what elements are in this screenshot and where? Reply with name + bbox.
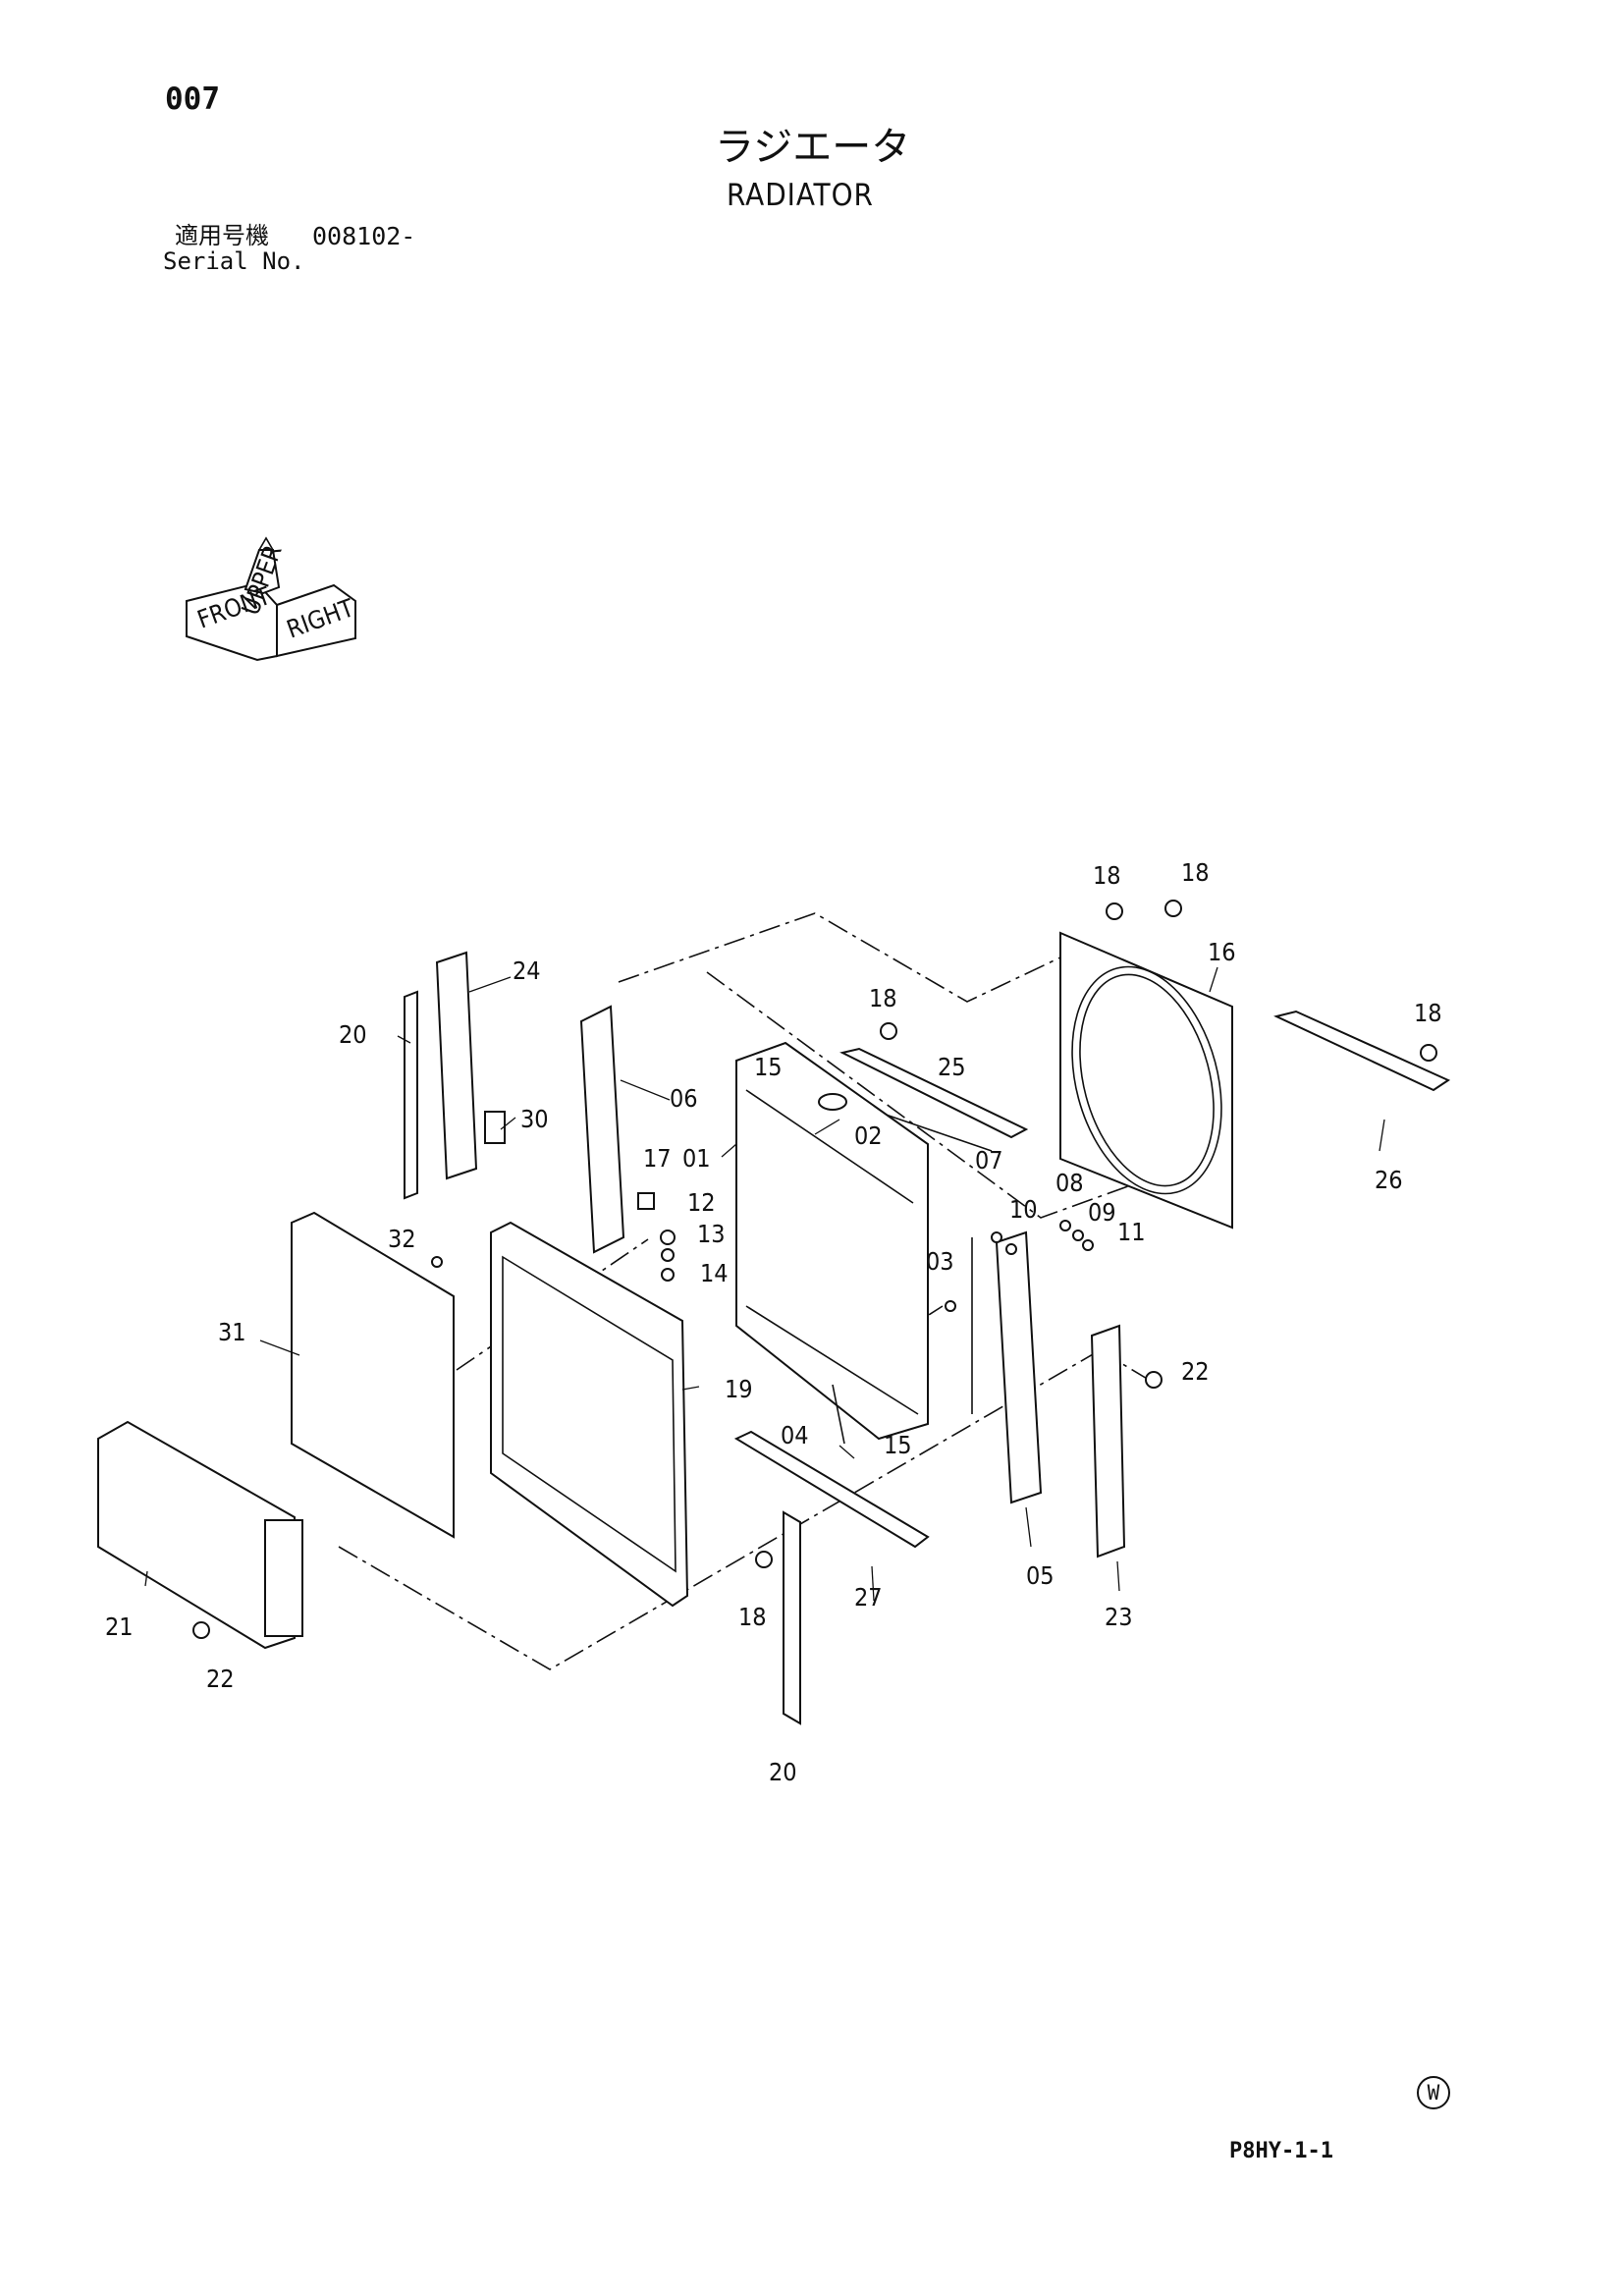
callout-02: 02 xyxy=(854,1121,883,1150)
pillar-24-part xyxy=(435,951,478,1180)
stay-05-part xyxy=(995,1230,1043,1504)
callout-16: 16 xyxy=(1208,938,1236,966)
callout-12: 12 xyxy=(687,1188,716,1217)
watermark-symbol: W xyxy=(1417,2076,1450,2109)
upper-bracket-part xyxy=(839,1047,1029,1139)
callout-20-b: 20 xyxy=(769,1758,797,1786)
callout-13: 13 xyxy=(697,1220,726,1248)
callout-20-a: 20 xyxy=(339,1020,367,1049)
callout-09: 09 xyxy=(1088,1198,1116,1227)
bolts-and-washers xyxy=(192,900,1437,1639)
callout-18-a: 18 xyxy=(1093,861,1121,890)
callout-07: 07 xyxy=(975,1146,1003,1175)
callout-15-a: 15 xyxy=(754,1053,783,1081)
pillar-06-part xyxy=(579,1005,625,1254)
callout-05: 05 xyxy=(1026,1561,1055,1590)
callout-22-a: 22 xyxy=(1181,1357,1210,1386)
beam-27-part xyxy=(733,1430,930,1549)
side-cover-part xyxy=(291,1211,455,1539)
support-bar-part xyxy=(1273,1010,1451,1092)
oil-cooler-part xyxy=(97,1420,303,1650)
serial-value: 008102- xyxy=(312,222,416,250)
title-japanese: ラジエータ xyxy=(715,125,911,170)
callout-22-b: 22 xyxy=(206,1665,235,1693)
radiator-core-part xyxy=(735,1041,929,1441)
page-number: 007 xyxy=(165,82,220,117)
callout-14: 14 xyxy=(700,1259,729,1287)
callout-labels: 18 18 16 18 24 20 18 25 15 06 30 17 01 0… xyxy=(105,858,1442,1786)
serial-label-japanese: 適用号機 xyxy=(175,222,269,249)
callout-19: 19 xyxy=(725,1375,753,1403)
callout-06: 06 xyxy=(670,1084,698,1113)
serial-label-english: Serial No. xyxy=(163,247,305,275)
stay-23-part xyxy=(1090,1324,1126,1558)
direction-arrows-icon: FRONT RIGHT UPPER xyxy=(186,536,357,662)
callout-10: 10 xyxy=(1009,1195,1038,1224)
callout-31: 31 xyxy=(218,1318,246,1346)
callout-25: 25 xyxy=(938,1053,966,1081)
fan-shroud-part xyxy=(1059,931,1233,1230)
callout-18-e: 18 xyxy=(738,1603,767,1631)
callout-21: 21 xyxy=(105,1613,134,1641)
callout-18-b: 18 xyxy=(1181,858,1210,887)
side-plate-lower-part xyxy=(783,1510,801,1725)
callout-23: 23 xyxy=(1105,1603,1133,1631)
callout-17: 17 xyxy=(643,1144,672,1173)
callout-08: 08 xyxy=(1055,1169,1084,1197)
callout-27: 27 xyxy=(854,1583,883,1612)
title-english: RADIATOR xyxy=(727,178,874,213)
side-plate-left-part xyxy=(404,990,418,1200)
callout-03: 03 xyxy=(926,1247,954,1276)
block-17-part xyxy=(637,1192,655,1210)
callout-32: 32 xyxy=(388,1225,416,1253)
radiator-frame-part xyxy=(490,1221,689,1608)
callout-leaders xyxy=(144,966,1385,1602)
callout-01: 01 xyxy=(682,1144,711,1173)
callout-24: 24 xyxy=(513,957,541,985)
block-30-part xyxy=(484,1111,506,1144)
callout-26: 26 xyxy=(1375,1166,1403,1194)
callout-15-b: 15 xyxy=(884,1431,912,1459)
callout-18-d: 18 xyxy=(869,984,897,1012)
drawing-code: P8HY-1-1 xyxy=(1229,2139,1333,2163)
callout-30: 30 xyxy=(520,1105,549,1133)
callout-04: 04 xyxy=(781,1421,809,1449)
callout-18-c: 18 xyxy=(1414,999,1442,1027)
callout-11: 11 xyxy=(1117,1218,1146,1246)
